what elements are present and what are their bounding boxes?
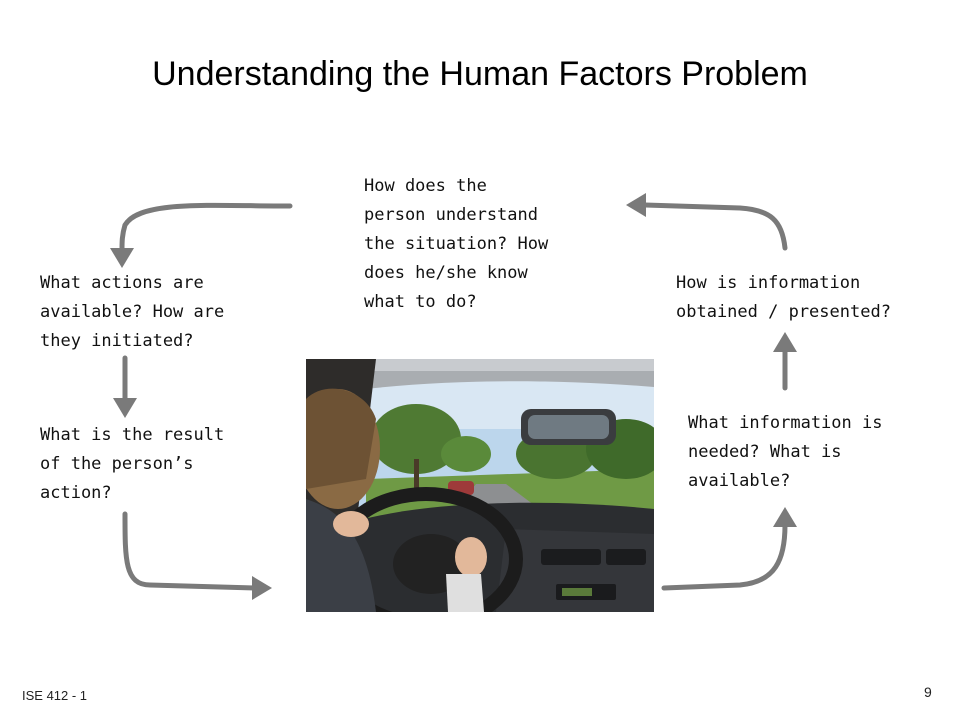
page-number: 9 [924,684,932,700]
node-understand: How does the person understand the situati… [364,172,594,317]
node-line: the situation? How [364,234,549,254]
arrow-photo-to-needed [661,522,788,591]
node-line: What actions are [40,273,204,293]
node-line: does he/she know [364,263,528,283]
arrowhead-down-actions [110,248,134,268]
node-line: What information is [688,413,883,433]
course-label: ISE 412 - 1 [22,688,88,703]
arrowhead-down-result [113,398,137,418]
driver-photo [306,359,654,612]
node-line: available? [688,471,791,491]
node-line: they initiated? [40,331,194,351]
node-needed: What information is needed? What is availa… [688,409,948,496]
node-line: available? How are [40,302,225,322]
node-line: obtained / presented? [676,302,891,322]
node-line: needed? What is [688,442,842,462]
arrowhead-left-understand [626,193,646,217]
arrowhead-up-presented [773,332,797,352]
slide-title: Understanding the Human Factors Problem [152,55,808,93]
arrowhead-up-needed [773,507,797,527]
arrow-presented-to-understand [642,202,788,251]
node-line: person understand [364,205,538,225]
node-line: what to do? [364,292,477,312]
node-line: How does the [364,176,487,196]
node-line: What is the result [40,425,225,445]
node-line: action? [40,483,112,503]
arrow-understand-to-actions [119,202,293,253]
node-result: What is the result of the person’s action? [40,421,280,508]
arrow-result-to-photo [122,511,258,591]
node-actions: What actions are available? How are they i… [40,269,280,356]
node-presented: How is information obtained / presented? [676,269,956,327]
node-line: How is information [676,273,861,293]
node-line: of the person’s [40,454,194,474]
arrowhead-right-photo [252,576,272,600]
